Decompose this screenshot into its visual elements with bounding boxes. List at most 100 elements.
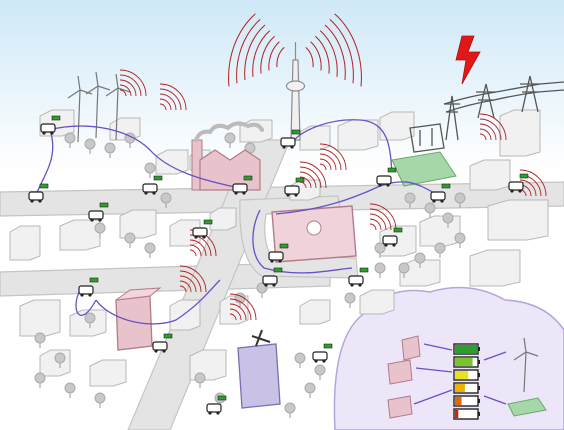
signal-arc-9-2	[369, 218, 382, 231]
vehicle-body	[28, 191, 44, 201]
vehicle-body	[88, 210, 104, 220]
signal-arc-6-2	[179, 280, 192, 293]
route-left-lower	[75, 289, 97, 316]
vehicle-battery	[99, 202, 109, 208]
tree-crown	[94, 392, 106, 404]
tree-crown	[84, 312, 96, 324]
vehicle-body	[430, 191, 446, 201]
vehicle-battery	[323, 343, 333, 349]
signal-arc-7-5	[229, 293, 257, 321]
signal-arc-7-3	[229, 303, 247, 321]
battery-3	[453, 369, 480, 381]
signal-arc-5-3	[189, 239, 207, 257]
battery-levels	[453, 343, 480, 420]
turbine-tower	[77, 89, 81, 143]
building-28	[359, 289, 395, 315]
trees	[34, 132, 466, 418]
building-16	[209, 207, 237, 231]
turbine-blades	[105, 73, 131, 97]
battery-fill	[455, 358, 473, 366]
signal-arc-8-3	[299, 171, 317, 189]
vehicle-wheel	[290, 145, 294, 149]
building-8	[499, 109, 541, 157]
tree-crown	[124, 232, 136, 244]
vehicle-5	[280, 129, 301, 149]
tree-24	[94, 392, 106, 408]
tree-crown	[424, 202, 436, 214]
solar-field-legend	[507, 397, 547, 417]
signal-arc-7-2	[229, 308, 242, 321]
vehicle-body	[192, 227, 208, 237]
building-19	[469, 249, 521, 287]
vehicle-wheel	[294, 193, 298, 197]
vehicle-15	[312, 343, 333, 363]
battery-fill	[455, 384, 465, 392]
route-down	[95, 279, 221, 325]
power-wires	[443, 81, 564, 113]
tree-crown	[104, 142, 116, 154]
vehicle-body	[152, 341, 168, 351]
signal-arc-6-4	[179, 270, 202, 293]
vehicle-19	[508, 173, 529, 193]
vehicle-body	[78, 285, 94, 295]
vehicle-wheel	[282, 145, 286, 149]
vehicle-wheel	[208, 411, 212, 415]
vehicle-wheel	[510, 189, 514, 193]
vehicle-wheel	[152, 191, 156, 195]
vehicle-wheel	[286, 193, 290, 197]
wind-turbine-2	[85, 71, 111, 139]
vehicle-battery	[163, 333, 173, 339]
signal-arc-5-2	[189, 244, 202, 257]
tree-22	[34, 372, 46, 388]
vehicle-1	[40, 115, 61, 135]
tree-13	[424, 202, 436, 218]
tree-32	[84, 312, 96, 328]
tree-18	[398, 262, 410, 278]
vehicle-14	[206, 395, 227, 415]
factory-smoke	[194, 121, 264, 142]
building-3	[155, 149, 189, 175]
vehicle-wheel	[194, 235, 198, 239]
tower-wave-left-3	[260, 35, 275, 74]
building-25	[299, 299, 331, 325]
signal-arc-1-2	[119, 84, 132, 97]
vehicle-body	[508, 181, 524, 191]
tree-crown	[344, 292, 356, 304]
tree-2	[84, 138, 96, 154]
signal-arc-2-5	[159, 83, 187, 111]
tree-crown	[374, 242, 386, 254]
vehicle-battery	[89, 277, 99, 283]
vehicle-battery	[153, 175, 163, 181]
vehicle-battery	[279, 243, 289, 249]
tree-33	[194, 372, 206, 388]
tower-wave-right-2	[310, 41, 322, 71]
tower-wave-right-6	[329, 19, 354, 84]
vehicle-wheel	[162, 349, 166, 353]
tree-crown	[84, 138, 96, 150]
vehicle-18	[88, 202, 109, 222]
vehicle-battery	[441, 183, 451, 189]
vehicle-wheel	[278, 259, 282, 263]
tree-19	[374, 262, 386, 278]
vehicle-wheel	[378, 183, 382, 187]
signal-arc-4-5	[519, 169, 547, 197]
vehicle-wheel	[272, 283, 276, 287]
rooftop-antenna	[251, 329, 271, 347]
vehicle-wheel	[358, 283, 362, 287]
tower-wave-right-4	[319, 30, 338, 77]
vehicle-wheel	[90, 218, 94, 222]
tree-crown	[284, 402, 296, 414]
vehicle-wheel	[202, 235, 206, 239]
turbine-blades	[85, 71, 111, 95]
legend-building-2	[387, 359, 413, 385]
tree-17	[414, 252, 426, 268]
turbine-tower	[95, 85, 99, 139]
tree-21	[54, 352, 66, 368]
route-upper	[47, 125, 241, 189]
vehicle-wheel	[50, 131, 54, 135]
vehicle-9	[268, 243, 289, 263]
signal-arc-2-4	[159, 88, 182, 111]
vehicle-wheel	[154, 349, 158, 353]
vehicle-battery	[387, 167, 397, 173]
